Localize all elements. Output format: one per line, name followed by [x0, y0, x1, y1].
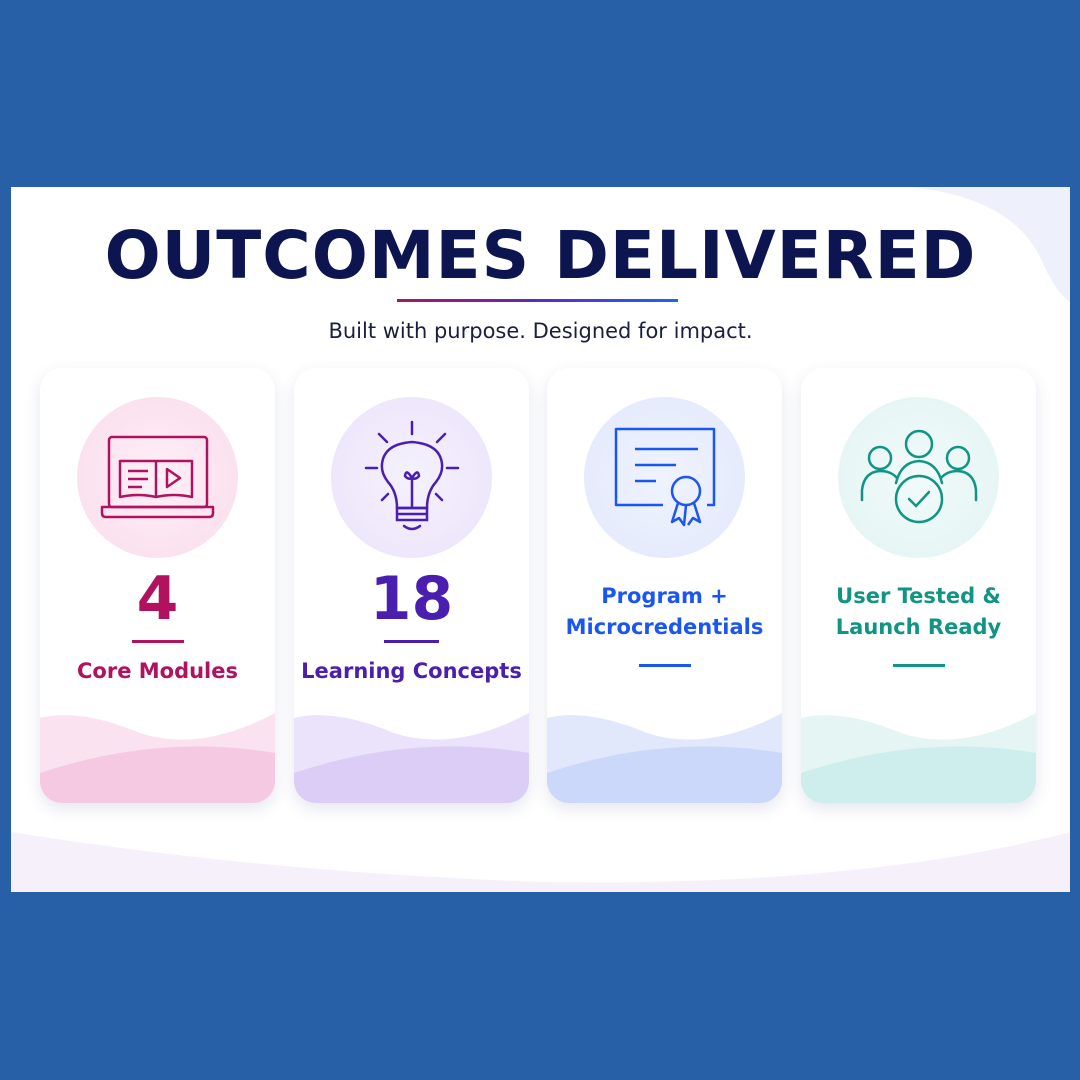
page-title: OUTCOMES DELIVERED	[104, 217, 977, 294]
divider	[893, 664, 945, 667]
label-line-2: Launch Ready	[835, 615, 1002, 639]
stat-label: Program + Microcredentials	[547, 581, 782, 643]
divider	[132, 640, 184, 643]
title-underline	[397, 299, 678, 302]
slide: OUTCOMES DELIVERED Built with purpose. D…	[11, 187, 1070, 892]
stat-label: Core Modules	[77, 659, 238, 683]
lightbulb-icon	[364, 420, 459, 531]
card-wave	[801, 713, 1036, 803]
decor-bottom-wave	[11, 832, 1070, 892]
divider	[639, 664, 691, 667]
card-wave	[294, 713, 529, 803]
certificate-icon	[614, 427, 715, 527]
stat-number: 18	[369, 564, 454, 634]
card-microcredentials: Program + Microcredentials	[547, 368, 782, 803]
card-launch-ready: User Tested & Launch Ready	[801, 368, 1036, 803]
card-wave	[547, 713, 782, 803]
stat-label: Learning Concepts	[301, 659, 522, 683]
card-learning-concepts: 18 Learning Concepts	[294, 368, 529, 803]
divider	[384, 640, 439, 643]
label-line-1: User Tested &	[836, 584, 1001, 608]
laptop-book-icon	[100, 435, 215, 518]
label-line-2: Microcredentials	[565, 615, 764, 639]
team-check-icon	[860, 429, 977, 523]
stat-number: 4	[136, 564, 179, 634]
stat-label: User Tested & Launch Ready	[801, 581, 1036, 643]
subtitle: Built with purpose. Designed for impact.	[328, 319, 753, 343]
card-wave	[40, 713, 275, 803]
label-line-1: Program +	[601, 584, 728, 608]
decor-top-right	[910, 187, 1070, 302]
card-core-modules: 4 Core Modules	[40, 368, 275, 803]
